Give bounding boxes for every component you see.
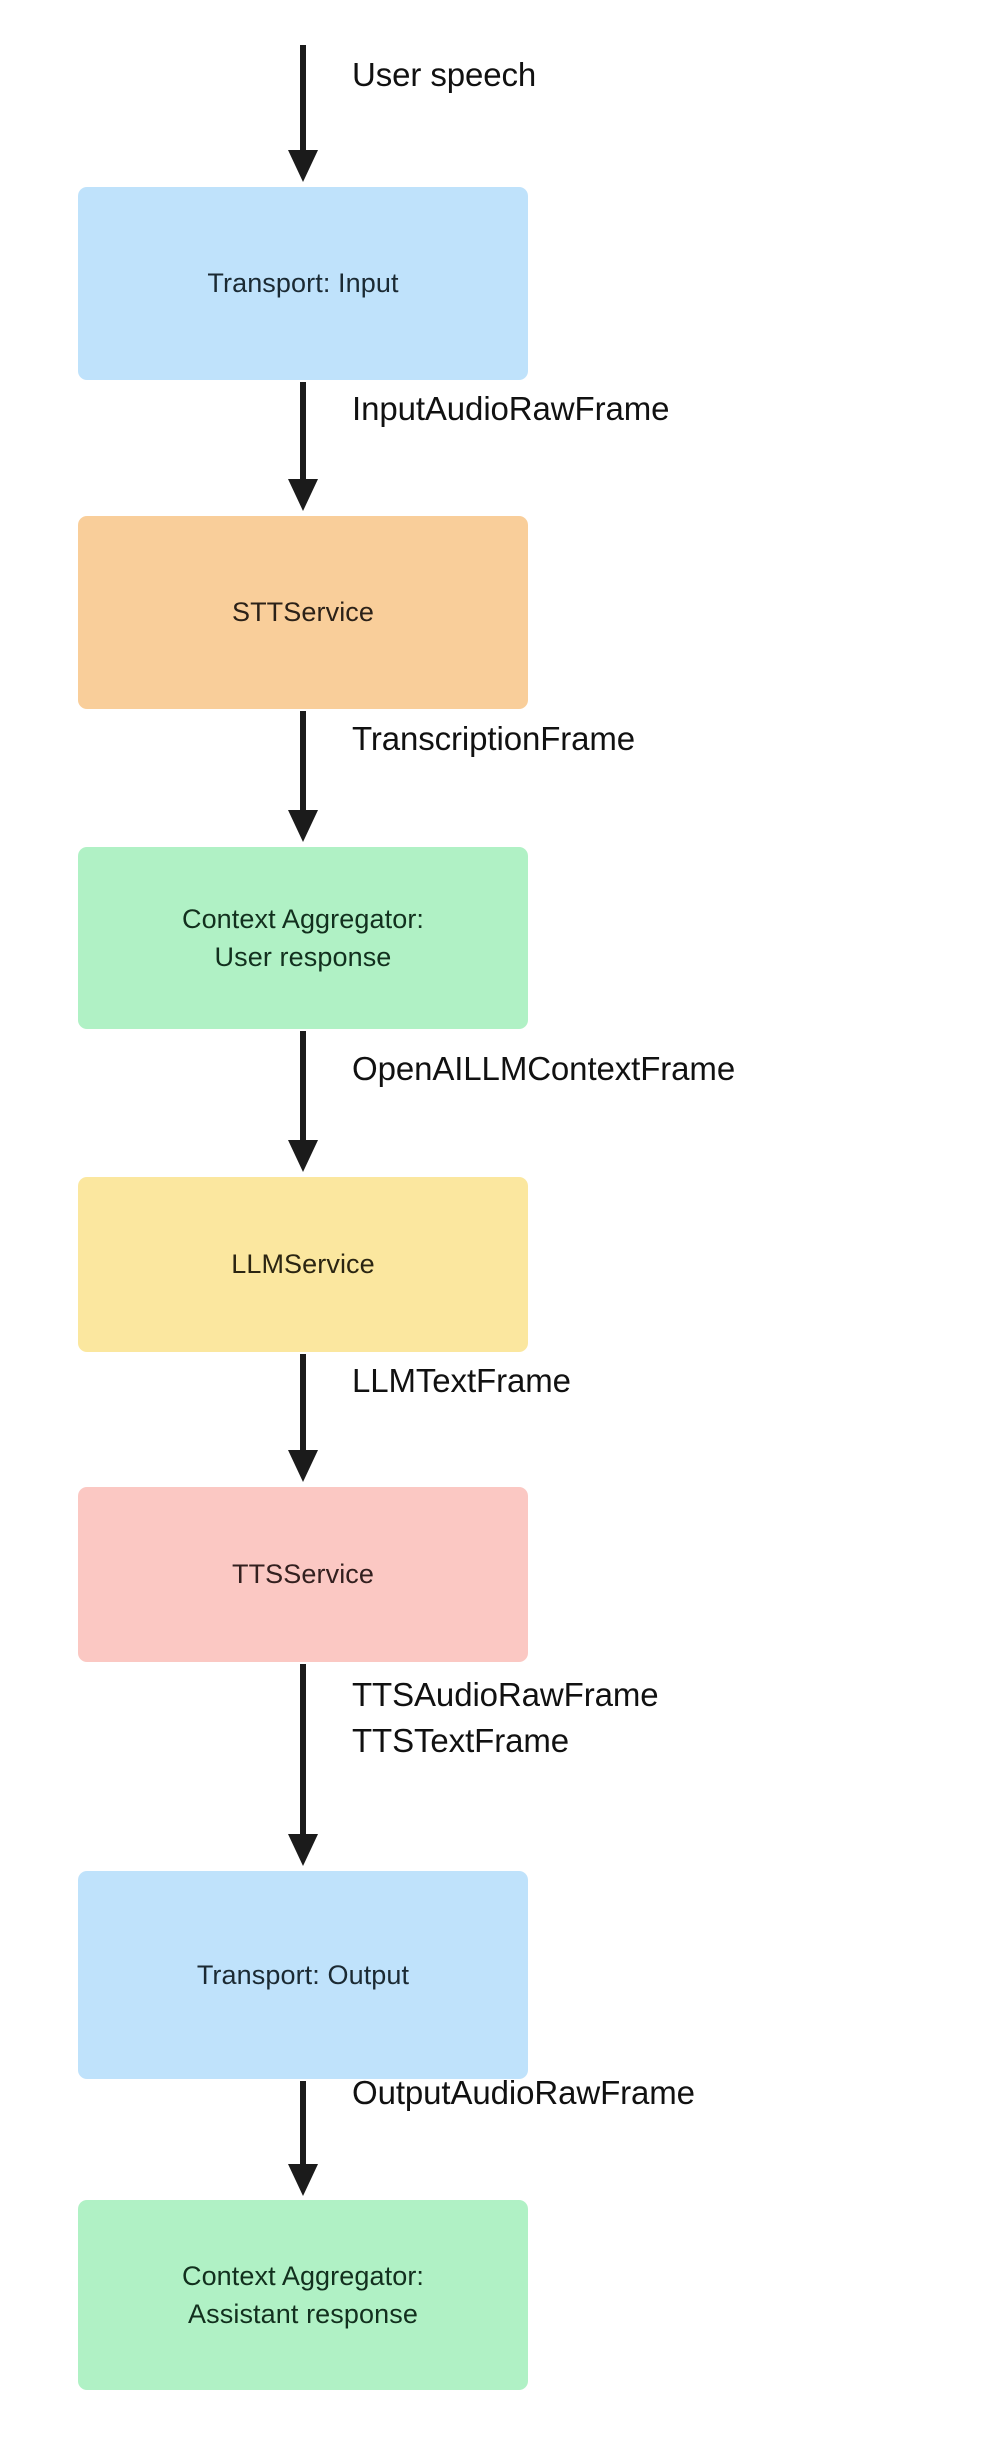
edge-label-tts-frames: TTSAudioRawFrame TTSTextFrame [352, 1676, 659, 1759]
node-context-aggregator-user[interactable]: Context Aggregator: User response [78, 847, 528, 1029]
node-context-aggregator-assistant[interactable]: Context Aggregator: Assistant response [78, 2200, 528, 2390]
node-transport-input[interactable]: Transport: Input [78, 187, 528, 380]
arrow-transcription-frame [288, 711, 318, 842]
node-label-context-aggregator-user: Context Aggregator: User response [181, 903, 425, 972]
arrow-tts-frames [288, 1664, 318, 1866]
node-label-llm-service: LLMService [231, 1249, 375, 1280]
node-tts-service[interactable]: TTSService [78, 1487, 528, 1662]
arrow-user-speech [288, 45, 318, 182]
node-label-transport-input: Transport: Input [207, 268, 399, 299]
edge-label-output-audio-raw-frame: OutputAudioRawFrame [352, 2074, 695, 2111]
edge-label-llm-text-frame: LLMTextFrame [352, 1362, 571, 1399]
arrow-openai-llm-context-frame [288, 1031, 318, 1172]
node-label-transport-output: Transport: Output [196, 1959, 410, 1990]
edge-label-openai-llm-context-frame: OpenAILLMContextFrame [352, 1050, 736, 1087]
node-label-tts-service: TTSService [231, 1559, 375, 1590]
node-stt-service[interactable]: STTService [78, 516, 528, 709]
node-label-stt-service: STTService [231, 597, 375, 628]
node-label-context-aggregator-assistant: Context Aggregator: Assistant response [181, 2260, 425, 2329]
edge-label-transcription-frame: TranscriptionFrame [352, 720, 636, 757]
node-transport-output[interactable]: Transport: Output [78, 1871, 528, 2079]
arrow-output-audio-raw-frame [288, 2081, 318, 2196]
edge-label-input-audio-raw-frame: InputAudioRawFrame [352, 390, 670, 427]
arrow-input-audio-raw-frame [288, 382, 318, 511]
edge-label-user-speech: User speech [352, 56, 537, 93]
arrow-llm-text-frame [288, 1354, 318, 1482]
node-llm-service[interactable]: LLMService [78, 1177, 528, 1352]
